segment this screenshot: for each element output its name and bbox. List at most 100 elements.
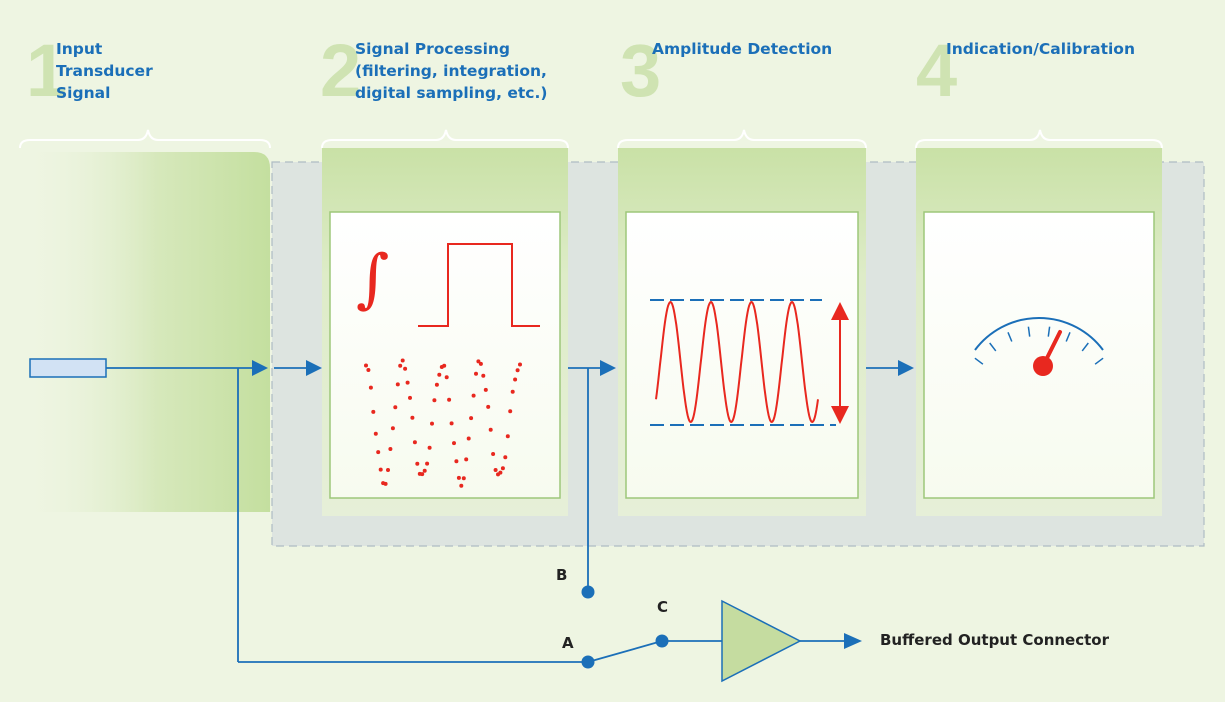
step-4-title: Indication/Calibration [946, 38, 1135, 60]
buffered-output-label: Buffered Output Connector [880, 631, 1109, 649]
sample-dot [378, 467, 383, 472]
step-3-line-1: Amplitude Detection [652, 40, 833, 58]
sample-dot [371, 409, 376, 414]
step-2-line-3: digital sampling, etc.) [355, 84, 548, 102]
gauge-tick [974, 357, 984, 365]
sample-dot [430, 421, 434, 426]
meter-gauge-icon [974, 317, 1104, 376]
sample-dot [410, 415, 415, 420]
sample-dot [471, 393, 476, 398]
step-2-line-1: Signal Processing [355, 40, 511, 58]
sample-dot [510, 389, 515, 394]
gauge-tick [1094, 357, 1104, 365]
step-3-title: Amplitude Detection [652, 38, 832, 60]
signal-wires [106, 367, 900, 663]
stage-braces [19, 129, 1163, 149]
amplitude-limits [650, 299, 836, 426]
gauge-tick [1081, 342, 1089, 352]
sample-dot [408, 395, 412, 400]
step-1-line-1: Input [56, 40, 103, 58]
sample-dot [486, 404, 491, 409]
sample-dot [488, 427, 493, 432]
amplitude-arrow [831, 302, 849, 424]
pulse-waveform [418, 243, 540, 327]
sample-dot [412, 440, 417, 445]
sample-dot [368, 385, 373, 390]
sample-dot [425, 461, 430, 466]
node-c-label: C [657, 598, 669, 616]
sample-dot [388, 447, 393, 451]
sample-dot [366, 368, 371, 372]
sample-dot [493, 468, 498, 472]
step-4-number: 4 [916, 29, 958, 112]
sample-dot [400, 358, 405, 363]
step-1-number: 1 [26, 29, 68, 112]
buffer-amplifier [721, 599, 802, 683]
sample-dot [364, 363, 368, 368]
indication-box [923, 211, 1155, 499]
sample-dot [478, 361, 483, 366]
step-2-number: 2 [320, 29, 362, 112]
sample-dot [432, 398, 437, 403]
sample-dot [456, 475, 461, 480]
sample-dot [513, 377, 518, 382]
step-1-title: Input Transducer Signal [56, 38, 153, 104]
sample-dot [386, 468, 390, 472]
sample-dot [442, 363, 447, 368]
sample-dot [415, 461, 420, 466]
sample-dot [449, 421, 454, 426]
sample-dot [461, 476, 466, 481]
sample-dot [459, 483, 464, 488]
sample-dot [508, 409, 513, 414]
sample-dot [395, 382, 400, 387]
sample-dot [481, 373, 486, 378]
sample-dot [505, 434, 510, 439]
sample-dot [500, 466, 505, 471]
sample-dot [464, 457, 469, 462]
sample-dot [405, 380, 410, 385]
sample-dot [469, 416, 474, 421]
step-2-line-2: (filtering, integration, [355, 62, 547, 80]
sample-dot [454, 459, 459, 464]
sample-dot [452, 441, 456, 446]
sample-dot [498, 470, 503, 475]
sample-dot [376, 450, 381, 455]
gauge-tick [1047, 326, 1051, 337]
sine-waveform [655, 300, 819, 424]
node-c-dot [655, 634, 669, 648]
transducer-block [29, 358, 107, 378]
step-1-line-3: Signal [56, 84, 111, 102]
sample-dot [427, 445, 432, 450]
sample-dot [447, 397, 452, 402]
sample-dot [437, 372, 442, 377]
sample-dot [422, 468, 427, 473]
sample-dot [373, 431, 378, 436]
integral-symbol: ∫ [356, 242, 389, 316]
sample-dot [491, 452, 496, 456]
flow-arrowheads [252, 360, 914, 649]
gauge-tick [989, 342, 997, 352]
sample-dot [444, 375, 449, 380]
gauge-tick [1027, 326, 1031, 337]
sample-dot [483, 387, 488, 392]
sampled-waveform [364, 358, 522, 488]
stage1-panel [20, 152, 270, 512]
signal-processing-box [329, 211, 561, 499]
sample-dot [466, 436, 471, 441]
sample-dot [434, 382, 439, 387]
sample-dot [393, 405, 398, 410]
node-b-dot [581, 585, 595, 599]
step-2-title: Signal Processing (filtering, integratio… [355, 38, 547, 104]
node-a-dot [581, 655, 595, 669]
sample-dot [476, 359, 481, 364]
gauge-tick [1065, 332, 1071, 342]
sample-dot [390, 426, 395, 431]
gauge-tick [1007, 332, 1013, 342]
sample-dot [518, 362, 522, 367]
node-a-label: A [562, 634, 574, 652]
step-1-line-2: Transducer [56, 62, 153, 80]
step-4-line-1: Indication/Calibration [946, 40, 1135, 58]
sample-dot [398, 363, 403, 368]
